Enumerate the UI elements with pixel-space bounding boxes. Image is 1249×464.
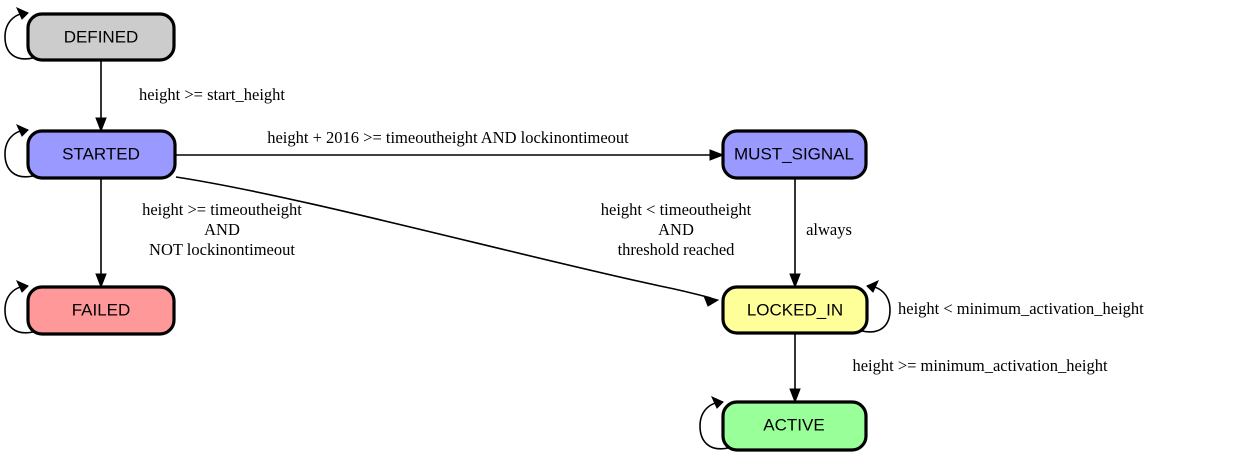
edge-label-defined-to-started: height >= start_height	[139, 85, 285, 104]
self-loop-failed	[4, 279, 34, 334]
self-loop-locked-in	[861, 279, 891, 333]
state-node-failed-shape[interactable]	[26, 285, 176, 336]
edge-label-must-signal-to-locked-in: always	[806, 220, 852, 239]
edge-defined-to-started	[95, 60, 107, 133]
self-loop-active	[699, 395, 729, 450]
edge-defined-to-started-arrowhead	[95, 117, 107, 133]
edge-label-started-to-failed-line-2: AND	[204, 220, 240, 239]
state-node-started[interactable]: STARTED	[26, 129, 177, 180]
edge-label-started-to-locked-in-line-2: AND	[658, 220, 694, 239]
edge-must-signal-to-locked-in	[789, 178, 801, 289]
edge-started-to-locked-in	[175, 176, 720, 307]
edge-started-to-failed-arrowhead	[95, 273, 107, 289]
edge-label-started-to-locked-in-line-1: height < timeoutheight	[601, 200, 752, 219]
state-node-failed-label: FAILED	[72, 300, 131, 319]
edge-label-started-to-failed-line-1: height >= timeoutheight	[142, 200, 302, 219]
edge-started-to-locked-in-arrowhead	[703, 295, 720, 307]
self-loop-defined-path	[4, 12, 34, 60]
state-node-active[interactable]: ACTIVE	[721, 400, 868, 452]
self-loop-failed-path	[4, 285, 34, 334]
edge-label-locked-in-self-loop: height < minimum_activation_height	[898, 299, 1144, 318]
self-loop-started	[4, 123, 34, 178]
state-node-defined-label: DEFINED	[64, 27, 139, 46]
state-node-failed[interactable]: FAILED	[26, 285, 176, 336]
edge-label-started-to-must-signal: height + 2016 >= timeoutheight AND locki…	[267, 128, 629, 147]
edge-locked-in-to-active	[789, 333, 801, 404]
state-node-active-label: ACTIVE	[763, 415, 824, 434]
self-loop-started-arrowhead	[15, 123, 29, 137]
edge-locked-in-to-active-arrowhead	[789, 388, 801, 404]
self-loop-defined-arrowhead	[15, 6, 29, 20]
state-node-started-shape[interactable]	[26, 129, 177, 180]
edge-started-to-must-signal	[175, 149, 725, 161]
state-node-active-shape[interactable]	[721, 400, 868, 452]
state-node-must-signal-label: MUST_SIGNAL	[734, 144, 854, 163]
self-loop-defined	[4, 6, 34, 60]
edge-label-locked-in-to-active: height >= minimum_activation_height	[852, 356, 1107, 375]
state-node-defined-shape[interactable]	[26, 12, 176, 62]
state-node-started-label: STARTED	[62, 144, 140, 163]
edge-started-to-locked-in-path	[175, 176, 712, 299]
state-node-locked-in-label: LOCKED_IN	[747, 300, 843, 319]
state-node-defined[interactable]: DEFINED	[26, 12, 176, 62]
edge-label-started-to-locked-in: height < timeoutheight AND threshold rea…	[601, 200, 752, 259]
self-loop-active-arrowhead	[710, 395, 724, 409]
self-loop-locked-in-arrowhead	[866, 279, 880, 293]
self-loop-active-path	[699, 401, 729, 450]
self-loop-started-path	[4, 129, 34, 178]
state-node-must-signal[interactable]: MUST_SIGNAL	[721, 129, 868, 180]
edge-must-signal-to-locked-in-arrowhead	[789, 273, 801, 289]
edge-label-started-to-failed-line-3: NOT lockinontimeout	[149, 240, 295, 259]
edge-started-to-must-signal-arrowhead	[709, 149, 725, 161]
edge-started-to-failed	[95, 178, 107, 289]
state-node-locked-in-shape[interactable]	[721, 285, 869, 335]
self-loop-locked-in-path	[861, 285, 891, 333]
self-loop-failed-arrowhead	[15, 279, 29, 293]
state-node-locked-in[interactable]: LOCKED_IN	[721, 285, 869, 335]
edge-label-started-to-locked-in-line-3: threshold reached	[618, 240, 736, 259]
state-node-must-signal-shape[interactable]	[721, 129, 868, 180]
edge-label-started-to-failed: height >= timeoutheight AND NOT lockinon…	[142, 200, 302, 259]
